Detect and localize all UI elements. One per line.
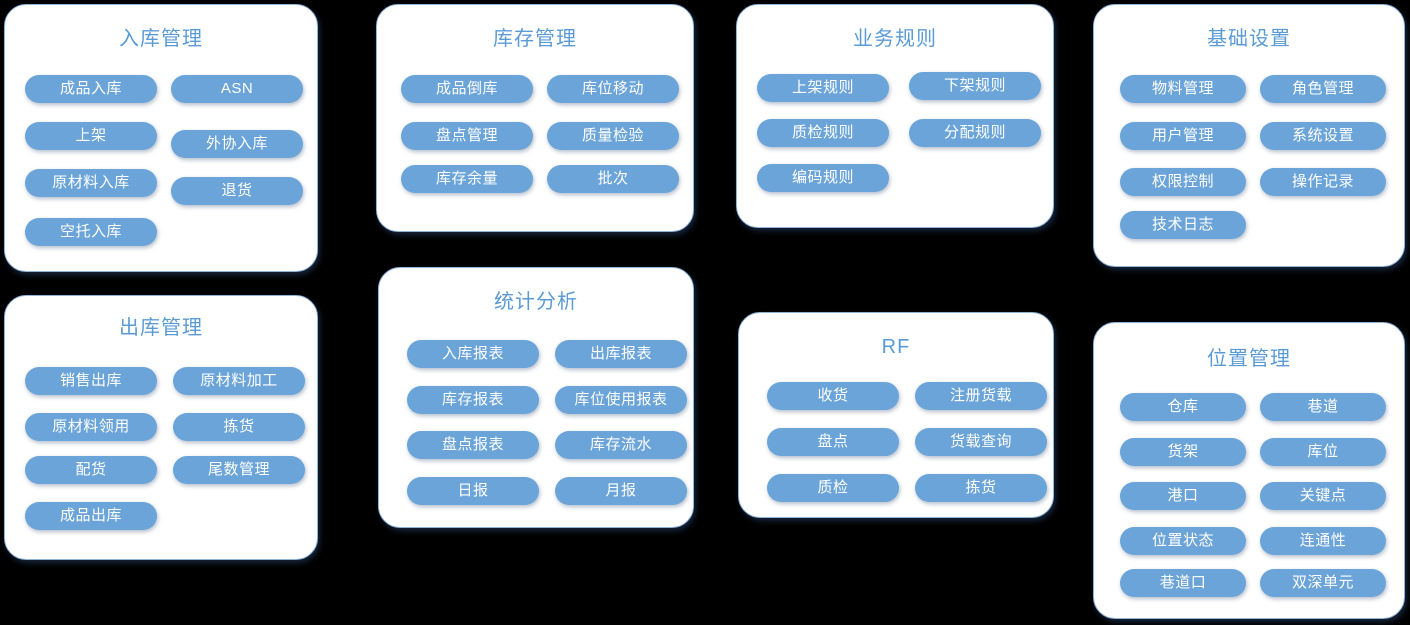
card-business-rules: 业务规则 上架规则 质检规则 编码规则 下架规则 分配规则 [736, 4, 1054, 228]
card-location-management: 位置管理 仓库 货架 港口 位置状态 巷道口 巷道 库位 关键点 连通性 双深单… [1093, 322, 1405, 619]
pill-outbound-0-1[interactable]: 原材料领用 [25, 413, 157, 441]
pill-inbound-1-1[interactable]: 外协入库 [171, 130, 303, 158]
pill-inventory-1-2[interactable]: 批次 [547, 165, 679, 193]
pill-settings-0-3[interactable]: 技术日志 [1120, 211, 1246, 239]
pill-inbound-0-1[interactable]: 上架 [25, 122, 157, 150]
card-title-rf: RF [881, 336, 911, 358]
card-inventory-management: 库存管理 成品倒库 盘点管理 库存余量 库位移动 质量检验 批次 [376, 4, 694, 232]
pill-rules-0-2[interactable]: 编码规则 [757, 164, 889, 192]
pill-rf-1-2[interactable]: 拣货 [915, 474, 1047, 502]
card-title-outbound-management: 出库管理 [119, 317, 203, 339]
card-outbound-management: 出库管理 销售出库 原材料领用 配货 成品出库 原材料加工 拣货 尾数管理 [4, 295, 318, 560]
card-title-basic-settings: 基础设置 [1207, 28, 1291, 50]
pill-location-1-4[interactable]: 双深单元 [1260, 569, 1386, 597]
pill-inventory-0-1[interactable]: 盘点管理 [401, 122, 533, 150]
pill-stats-1-2[interactable]: 库存流水 [555, 431, 687, 459]
pill-inventory-1-0[interactable]: 库位移动 [547, 75, 679, 103]
pill-inbound-1-0[interactable]: ASN [171, 75, 303, 103]
pill-stats-1-3[interactable]: 月报 [555, 477, 687, 505]
card-title-statistics-analysis: 统计分析 [494, 291, 578, 313]
card-title-location-management: 位置管理 [1207, 348, 1291, 370]
pill-rules-1-0[interactable]: 下架规则 [909, 72, 1041, 100]
pill-location-0-4[interactable]: 巷道口 [1120, 569, 1246, 597]
pill-settings-0-1[interactable]: 用户管理 [1120, 122, 1246, 150]
pill-outbound-0-2[interactable]: 配货 [25, 456, 157, 484]
pill-location-1-2[interactable]: 关键点 [1260, 482, 1386, 510]
pill-rules-1-1[interactable]: 分配规则 [909, 119, 1041, 147]
pill-settings-1-0[interactable]: 角色管理 [1260, 75, 1386, 103]
pill-inventory-0-0[interactable]: 成品倒库 [401, 75, 533, 103]
pill-inbound-0-0[interactable]: 成品入库 [25, 75, 157, 103]
pill-stats-1-0[interactable]: 出库报表 [555, 340, 687, 368]
pill-outbound-1-2[interactable]: 尾数管理 [173, 456, 305, 484]
card-basic-settings: 基础设置 物料管理 用户管理 权限控制 技术日志 角色管理 系统设置 操作记录 [1093, 4, 1405, 267]
pill-stats-0-1[interactable]: 库存报表 [407, 386, 539, 414]
pill-rules-0-0[interactable]: 上架规则 [757, 74, 889, 102]
pill-location-0-1[interactable]: 货架 [1120, 438, 1246, 466]
pill-rules-0-1[interactable]: 质检规则 [757, 119, 889, 147]
pill-settings-0-2[interactable]: 权限控制 [1120, 168, 1246, 196]
pill-rf-0-0[interactable]: 收货 [767, 382, 899, 410]
pill-settings-1-2[interactable]: 操作记录 [1260, 168, 1386, 196]
pill-location-0-0[interactable]: 仓库 [1120, 393, 1246, 421]
pill-rf-0-2[interactable]: 质检 [767, 474, 899, 502]
card-inbound-management: 入库管理 成品入库 上架 原材料入库 空托入库 ASN 外协入库 退货 [4, 4, 318, 272]
pill-settings-1-1[interactable]: 系统设置 [1260, 122, 1386, 150]
pill-rf-1-1[interactable]: 货载查询 [915, 428, 1047, 456]
pill-inventory-0-2[interactable]: 库存余量 [401, 165, 533, 193]
pill-location-1-0[interactable]: 巷道 [1260, 393, 1386, 421]
card-title-business-rules: 业务规则 [853, 28, 937, 50]
pill-stats-0-0[interactable]: 入库报表 [407, 340, 539, 368]
pill-outbound-0-0[interactable]: 销售出库 [25, 367, 157, 395]
pill-location-1-1[interactable]: 库位 [1260, 438, 1386, 466]
pill-outbound-1-0[interactable]: 原材料加工 [173, 367, 305, 395]
pill-inventory-1-1[interactable]: 质量检验 [547, 122, 679, 150]
pill-inbound-0-3[interactable]: 空托入库 [25, 218, 157, 246]
card-rf: RF 收货 盘点 质检 注册货载 货载查询 拣货 [738, 312, 1054, 518]
card-statistics-analysis: 统计分析 入库报表 库存报表 盘点报表 日报 出库报表 库位使用报表 库存流水 … [378, 267, 694, 528]
pill-location-0-3[interactable]: 位置状态 [1120, 527, 1246, 555]
pill-inbound-0-2[interactable]: 原材料入库 [25, 169, 157, 197]
pill-outbound-0-3[interactable]: 成品出库 [25, 502, 157, 530]
pill-rf-1-0[interactable]: 注册货载 [915, 382, 1047, 410]
pill-location-1-3[interactable]: 连通性 [1260, 527, 1386, 555]
pill-stats-0-3[interactable]: 日报 [407, 477, 539, 505]
pill-rf-0-1[interactable]: 盘点 [767, 428, 899, 456]
pill-inbound-1-2[interactable]: 退货 [171, 177, 303, 205]
pill-settings-0-0[interactable]: 物料管理 [1120, 75, 1246, 103]
pill-stats-1-1[interactable]: 库位使用报表 [555, 386, 687, 414]
pill-location-0-2[interactable]: 港口 [1120, 482, 1246, 510]
card-title-inventory-management: 库存管理 [493, 28, 577, 50]
pill-stats-0-2[interactable]: 盘点报表 [407, 431, 539, 459]
pill-outbound-1-1[interactable]: 拣货 [173, 413, 305, 441]
card-title-inbound-management: 入库管理 [119, 28, 203, 50]
